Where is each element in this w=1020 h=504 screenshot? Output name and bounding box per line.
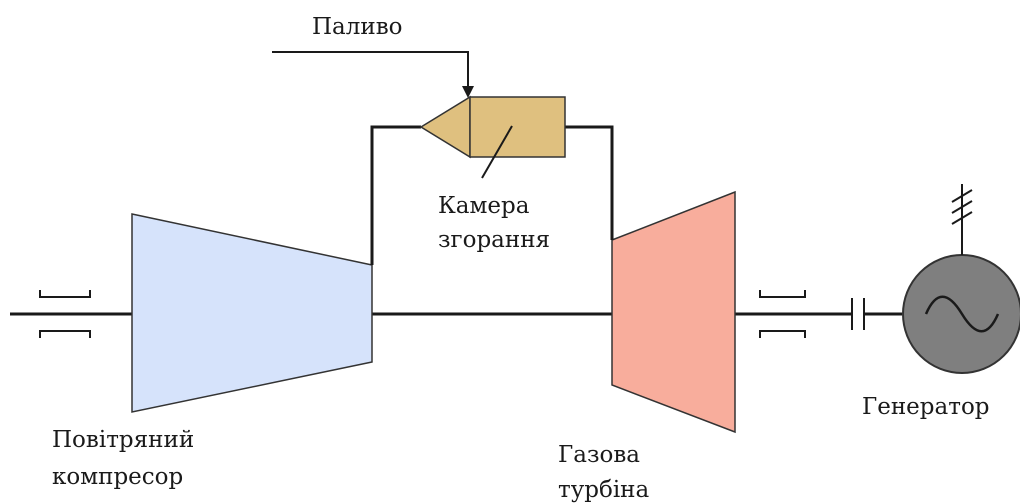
combustion-chamber — [419, 95, 566, 179]
compressor-label-line2: компресор — [52, 464, 183, 490]
turbine-label-line1: Газова — [558, 442, 640, 468]
combustion-outlet-duct — [565, 125, 614, 240]
left-bearing — [39, 290, 91, 338]
sine-wave-icon — [924, 295, 1000, 333]
gas-turbine — [611, 190, 736, 434]
fuel-supply-line — [272, 51, 474, 98]
air-compressor — [131, 213, 373, 413]
combustion-chamber-label-line2: згорання — [438, 227, 550, 253]
turbine-label-line2: турбіна — [558, 477, 650, 503]
shaft-coupling — [851, 298, 865, 330]
three-phase-output-icon — [951, 184, 973, 255]
generator — [902, 254, 1020, 374]
fuel-label: Паливо — [312, 14, 403, 40]
compressor-label-line1: Повітряний — [52, 427, 194, 453]
compressor-outlet-duct — [370, 125, 421, 265]
fuel-arrow-head — [462, 86, 474, 98]
right-bearing — [759, 290, 806, 338]
generator-label: Генератор — [862, 394, 990, 420]
combustion-chamber-label-line1: Камера — [438, 193, 530, 219]
